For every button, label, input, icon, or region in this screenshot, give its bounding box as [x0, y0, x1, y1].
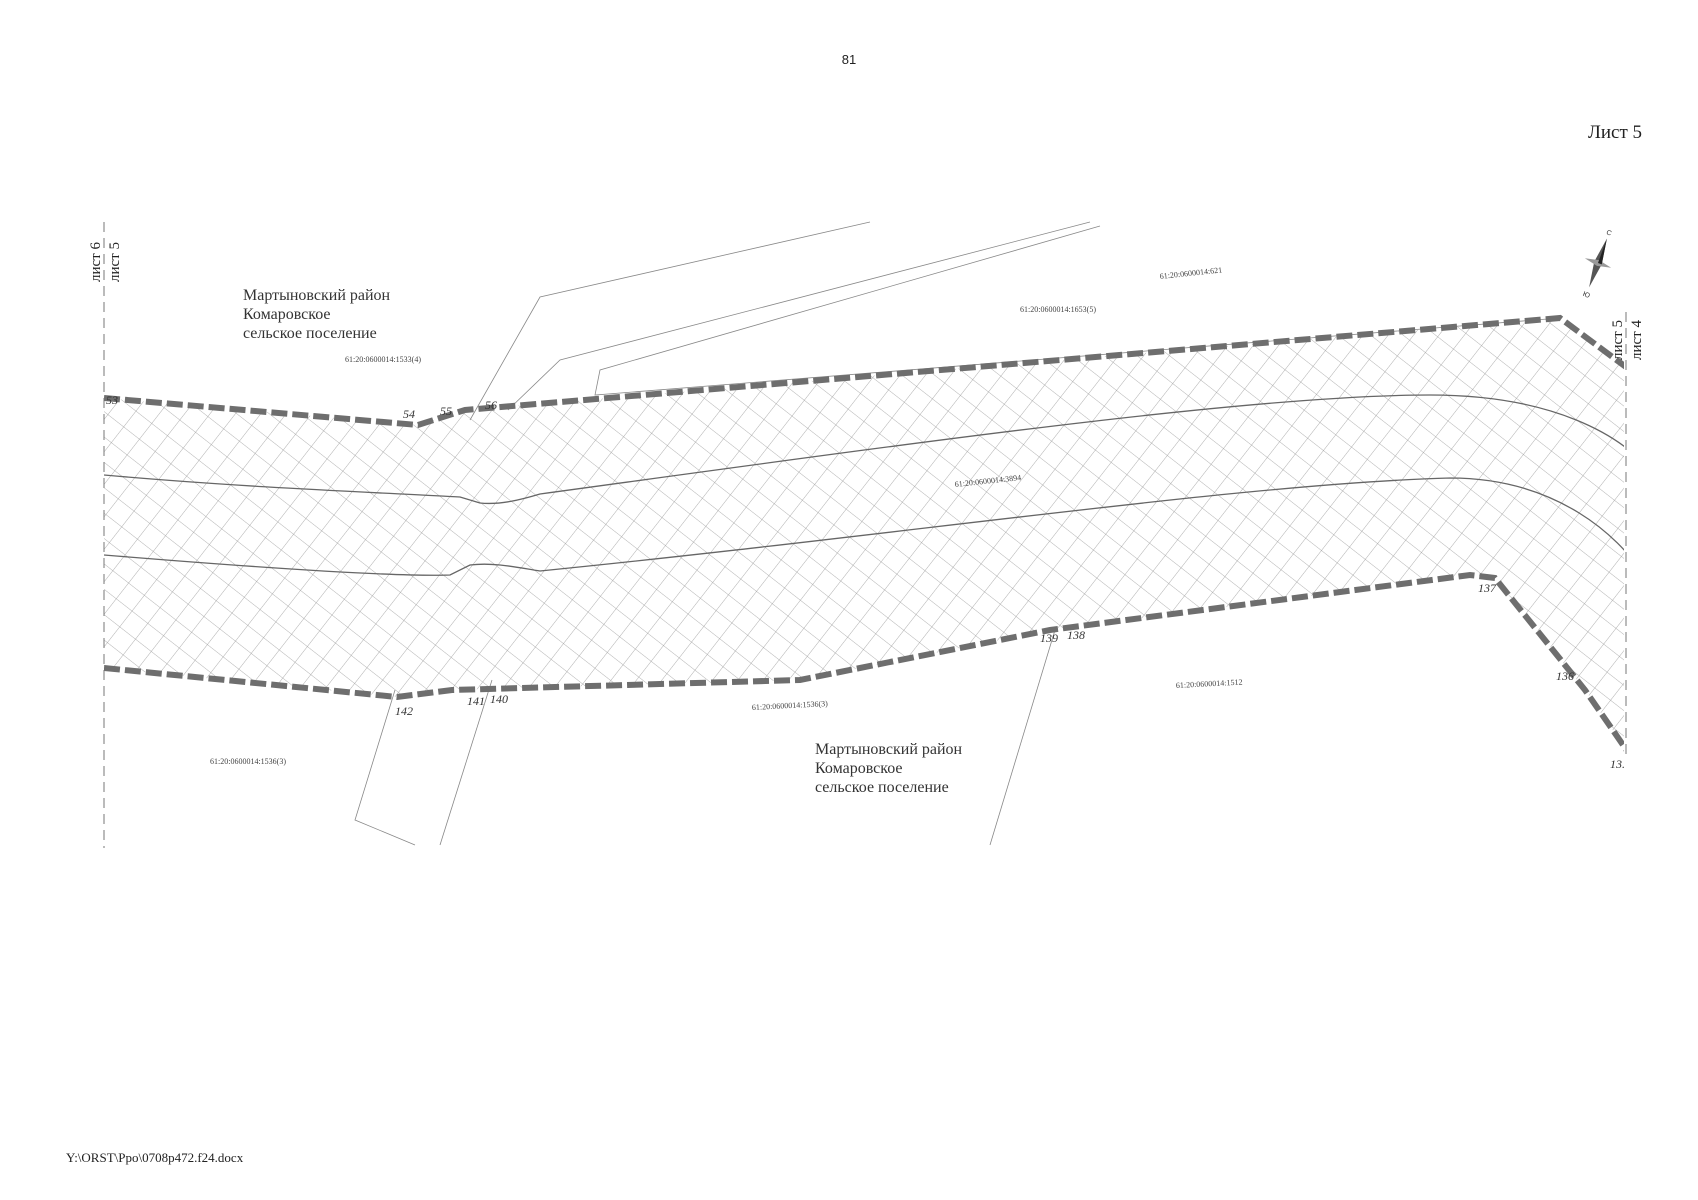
point-label: 53 [106, 393, 118, 407]
point-label: 142 [395, 704, 413, 718]
region-label-south: Мартыновский район Комаровское сельское … [815, 740, 962, 797]
point-label: 140 [490, 692, 508, 706]
cadastral-label: 61:20:0600014:1536(3) [752, 699, 829, 712]
parcel-line [989, 629, 1056, 846]
sheet-boundary-label-right-upper: лист 5 [1610, 320, 1626, 360]
sheet-boundary-label-left-upper: лист 6 [88, 242, 104, 282]
point-label: 138 [1067, 628, 1085, 642]
compass-south-letter: Ю [1582, 291, 1591, 300]
compass-north-letter: С [1605, 229, 1612, 237]
cadastral-label: 61:20:0600014:1512 [1176, 678, 1243, 690]
sheet-boundary-label-right-lower: лист 4 [1629, 320, 1645, 360]
point-label: 137 [1478, 581, 1497, 595]
region-label-line: Мартыновский район [815, 741, 963, 758]
sheet-label: Лист 5 [1587, 122, 1642, 143]
region-label-line: Мартыновский район [243, 287, 391, 304]
right-of-way-zone [104, 318, 1624, 747]
parcel-line [439, 679, 493, 846]
cadastral-label: 61:20:0600014:1536(3) [210, 757, 286, 766]
road-line [104, 477, 1624, 576]
cadastral-label: 61:20:0600014:621 [1159, 265, 1222, 281]
region-label-line: сельское поселение [243, 325, 377, 342]
point-label: 136 [1556, 669, 1574, 683]
zone-boundary [104, 571, 1624, 752]
footer-file-path: Y:\ORST\Ppo\0708p472.f24.docx [66, 1150, 244, 1165]
region-label-line: сельское поселение [815, 779, 949, 796]
page-number: 81 [841, 52, 857, 67]
point-label: 54 [403, 407, 415, 421]
cadastral-label: 61:20:0600014:1533(4) [345, 355, 421, 364]
point-label: 56 [485, 398, 497, 412]
cadastral-label: 61:20:0600014:1653(5) [1020, 305, 1096, 314]
zone-boundary [104, 314, 1624, 429]
parcel-line [354, 689, 416, 846]
road-line [104, 394, 1624, 505]
parcel-line [507, 221, 1091, 411]
point-label: 13. [1610, 757, 1625, 771]
point-label: 141 [467, 694, 485, 708]
point-label: 139 [1040, 631, 1058, 645]
parcel-line [469, 221, 871, 421]
region-label-north: Мартыновский район Комаровское сельское … [243, 286, 390, 343]
sheet-boundary-label-left-lower: лист 5 [107, 242, 123, 282]
compass-icon: С Ю [1582, 229, 1613, 300]
point-label: 55 [440, 404, 452, 418]
region-label-line: Комаровское [243, 306, 331, 323]
region-label-line: Комаровское [815, 760, 903, 777]
